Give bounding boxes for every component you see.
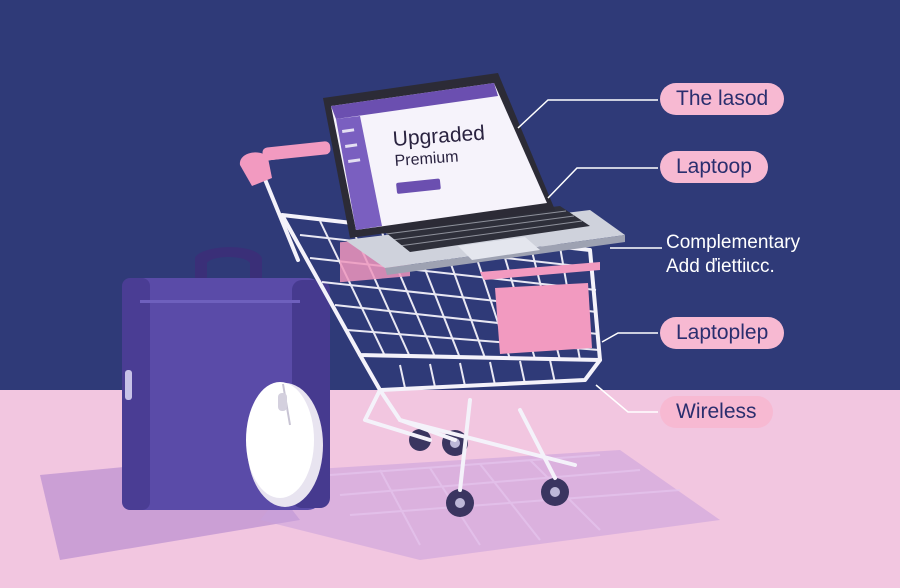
cart-handle-grip — [239, 141, 331, 186]
laptop — [323, 73, 625, 275]
callout-complementary-line2: Add ďiettiɩcc. — [666, 256, 775, 277]
cart-pink-rim — [480, 262, 600, 280]
cart-pink-panel-front — [495, 283, 592, 354]
wireless-mouse — [246, 382, 323, 507]
leader-lines — [517, 99, 662, 413]
callout-wireless: Wireless — [660, 396, 773, 428]
callout-complementary-line1: Complementary — [666, 232, 801, 253]
callout-laptoplep: Laptoplep — [660, 317, 785, 349]
callout-laptoop: Laptoop — [660, 151, 768, 183]
callout-the-lasod: The lasod — [660, 83, 785, 115]
